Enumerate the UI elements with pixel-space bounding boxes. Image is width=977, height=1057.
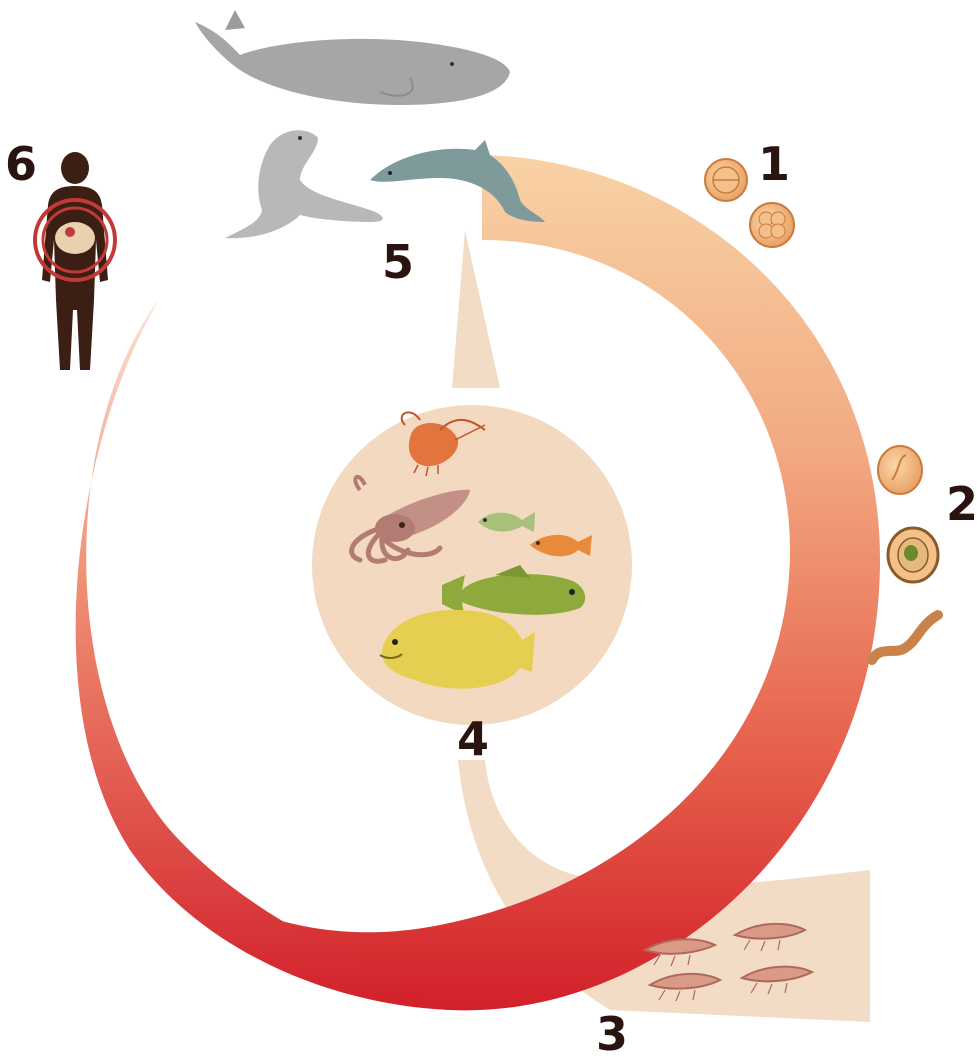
sea-lion-icon [225, 130, 383, 238]
step-3-label: 3 [596, 1007, 628, 1057]
step-6-label: 6 [5, 137, 37, 191]
human-icon [35, 152, 115, 370]
whale-icon [195, 10, 510, 105]
step-4-label: 4 [457, 712, 489, 766]
step-5-label: 5 [382, 235, 414, 289]
step-2-label: 2 [946, 477, 977, 531]
larva-icon [872, 446, 938, 660]
step-1-label: 1 [758, 137, 790, 191]
pale-wedge-top [452, 230, 500, 388]
